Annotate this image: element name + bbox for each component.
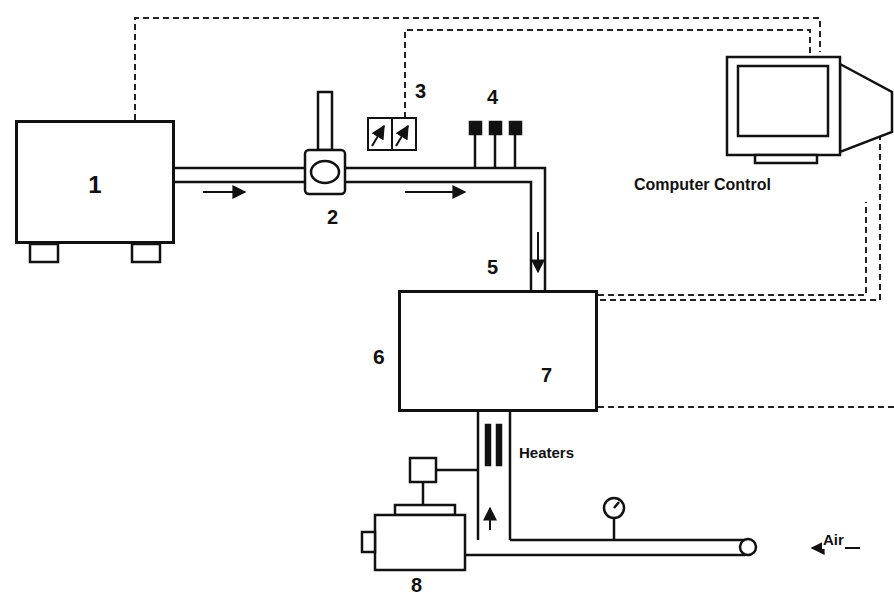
gas-pipe — [175, 181, 305, 184]
sensor — [494, 134, 497, 168]
heater-pipe — [486, 425, 490, 465]
reaction-chamber: 6 — [398, 290, 598, 412]
sensor — [490, 122, 501, 134]
heater-pipe — [478, 412, 510, 540]
callout-number: 7 — [540, 364, 553, 386]
mass-flow-valve — [305, 92, 345, 194]
mass-flow-valve — [305, 150, 345, 194]
gas-pipe — [175, 168, 545, 290]
air-line — [614, 502, 619, 508]
part-label: Heaters — [518, 445, 575, 462]
sensor — [474, 134, 477, 168]
gas-pipe — [175, 167, 305, 170]
heater-pipe — [509, 412, 512, 540]
air-line — [613, 518, 616, 540]
signal-wire — [598, 202, 866, 295]
sensor — [510, 122, 521, 134]
part-label: Air — [822, 532, 845, 549]
flow-arrow — [489, 508, 491, 530]
flow-arrow — [203, 192, 860, 548]
pressure-gauge — [368, 118, 392, 150]
callout-number: 3 — [414, 80, 427, 102]
mass-flow-valve — [311, 161, 339, 183]
pressure-gauge — [368, 118, 416, 150]
monitor-outline — [738, 66, 828, 136]
flow-arrow — [203, 191, 245, 193]
air-pump — [422, 482, 425, 505]
monitor-outline — [840, 64, 892, 152]
air-pump — [362, 458, 478, 570]
air-pump — [375, 515, 465, 570]
node-label: 1 — [18, 123, 172, 247]
pressure-gauge — [396, 126, 408, 146]
flow-arrow — [405, 191, 465, 193]
furnace-feet — [132, 244, 160, 262]
pressure-gauge — [392, 118, 416, 150]
callout-number: 2 — [326, 206, 339, 228]
air-pump — [410, 458, 436, 482]
furnace-feet — [30, 244, 58, 262]
air-line — [465, 554, 745, 557]
sensor — [514, 134, 517, 168]
signal-wire — [135, 18, 820, 120]
air-line — [740, 539, 756, 555]
pressure-gauge — [372, 126, 384, 146]
gas-pipe — [345, 182, 531, 290]
callout-number: 4 — [486, 86, 499, 108]
air-line — [465, 498, 756, 555]
air-pump — [362, 532, 375, 552]
sensor — [470, 122, 521, 168]
gas-pipe — [345, 168, 545, 290]
monitor-outline — [727, 57, 892, 163]
node-label: 6 — [373, 345, 385, 369]
mass-flow-valve — [318, 92, 332, 150]
furnace-box: 1 — [15, 120, 175, 244]
computer-monitor: Computer Control — [630, 52, 894, 202]
monitor-outline — [630, 52, 894, 174]
callout-number: 8 — [410, 574, 423, 596]
flow-arrow — [537, 232, 539, 272]
monitor-outline — [755, 155, 817, 163]
heater-pipe — [477, 412, 480, 540]
heater-pipe — [497, 425, 501, 465]
air-pump — [395, 505, 455, 515]
node-label: Computer Control — [634, 176, 771, 194]
furnace-feet — [30, 244, 160, 262]
air-line — [604, 498, 624, 518]
monitor-outline — [727, 57, 840, 155]
callout-number: 5 — [486, 256, 499, 278]
sensor — [470, 122, 481, 134]
signal-wire — [598, 406, 894, 408]
air-pump — [436, 469, 478, 472]
air-line — [510, 539, 745, 542]
